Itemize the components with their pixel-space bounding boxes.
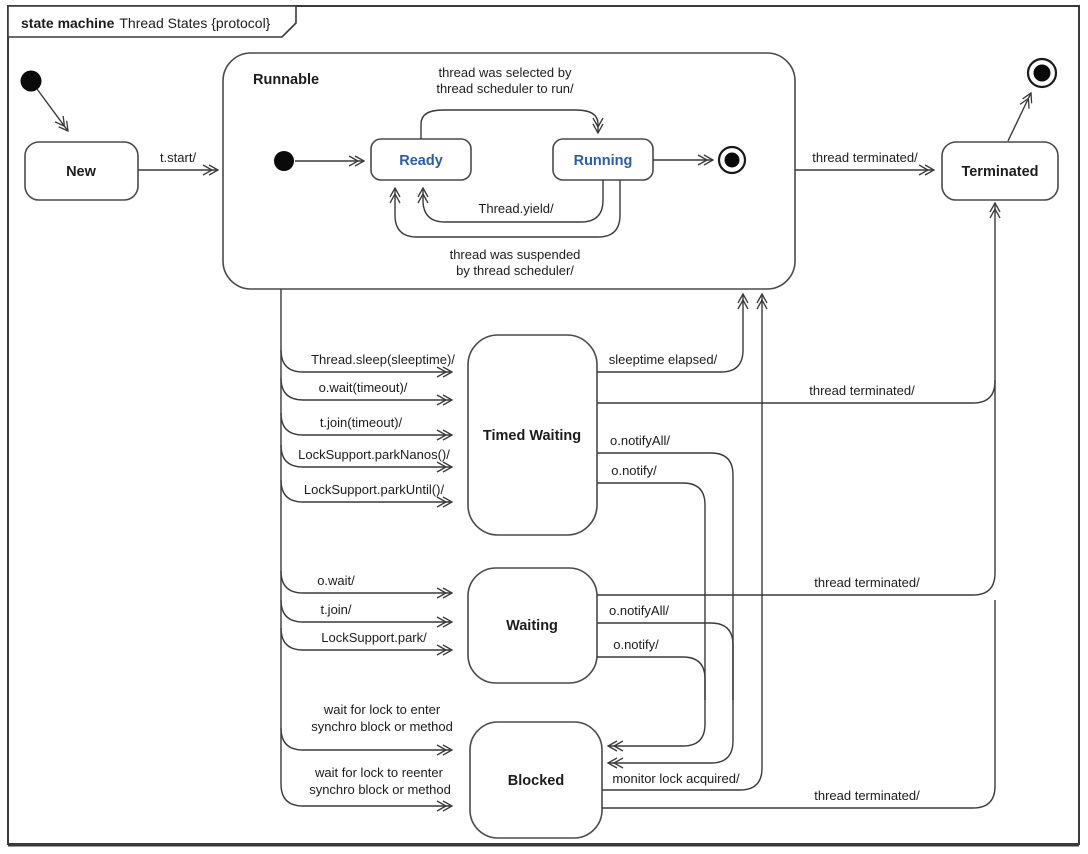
state-terminated-label: Terminated	[961, 164, 1038, 180]
transition-ready-to-running	[420, 109, 604, 139]
state-waiting: Waiting	[467, 567, 598, 684]
transition-waiting-notify-to-blocked	[597, 656, 706, 700]
transition-t-start-label: t.start/	[160, 150, 197, 165]
state-ready-label: Ready	[399, 153, 443, 169]
state-ready: Ready	[370, 138, 472, 181]
transition-notifyall-waiting-label: o.notifyAll/	[609, 603, 669, 618]
transition-yield-label: Thread.yield/	[478, 201, 554, 216]
state-running-label: Running	[574, 153, 633, 169]
transition-park-label: LockSupport.park/	[321, 630, 427, 645]
transition-join-label: t.join/	[320, 602, 351, 617]
state-waiting-rect	[467, 567, 598, 684]
transition-terminated-runnable-label: thread terminated/	[812, 150, 918, 165]
transition-running-yield-ready	[417, 180, 604, 223]
transition-initial-to-new	[36, 88, 69, 133]
transition-suspended-label-2: by thread scheduler/	[456, 263, 574, 278]
transition-parkuntil-to-timed-waiting	[280, 479, 454, 508]
state-runnable: Runnable	[222, 52, 796, 290]
transition-selected-label-2: thread scheduler to run/	[436, 81, 574, 96]
state-runnable-label: Runnable	[253, 72, 319, 88]
transition-parkuntil-label: LockSupport.parkUntil()/	[304, 482, 445, 497]
transition-suspended-label-1: thread was suspended	[450, 247, 581, 262]
transition-sleep-label: Thread.sleep(sleeptime)/	[311, 352, 455, 367]
transition-running-suspended-ready	[389, 180, 621, 238]
transition-wait-to-waiting	[280, 570, 454, 599]
initial-state-dot	[20, 70, 42, 92]
state-waiting-label: Waiting	[506, 618, 558, 634]
state-terminated-rect	[941, 141, 1059, 201]
state-blocked: Blocked	[469, 721, 603, 839]
transition-sleeptime-elapsed-label: sleeptime elapsed/	[609, 352, 718, 367]
runnable-final-state	[717, 145, 747, 175]
state-terminated: Terminated	[941, 141, 1059, 201]
transition-wait-timeout-to-timed-waiting	[280, 377, 454, 406]
top-final-state	[1026, 57, 1058, 89]
transition-terminated-to-final	[1007, 91, 1033, 142]
transition-monitor-lock-acquired	[602, 292, 768, 791]
transition-wait-label: o.wait/	[317, 573, 355, 588]
title-name: Thread States {protocol}	[119, 15, 270, 31]
transition-join-to-waiting	[280, 599, 454, 628]
transition-notifyall-timed-label: o.notifyAll/	[610, 433, 670, 448]
state-new-label: New	[66, 164, 97, 180]
transition-join-timeout-label: t.join(timeout)/	[320, 415, 403, 430]
transition-blocked-terminated	[602, 600, 996, 809]
transition-reenter-label-2: synchro block or method	[309, 782, 451, 797]
transition-parknanos-label: LockSupport.parkNanos()/	[298, 447, 450, 462]
transition-timed-notify-to-blocked	[597, 482, 706, 752]
transition-terminated-waiting-label: thread terminated/	[814, 575, 920, 590]
state-blocked-rect	[469, 721, 603, 839]
title-keyword: state machine	[21, 15, 115, 31]
transition-park-to-waiting	[280, 627, 454, 656]
transition-reenter-label-1: wait for lock to reenter	[314, 765, 444, 780]
transition-timed-notifyall-to-blocked	[597, 452, 734, 769]
state-blocked-label: Blocked	[508, 773, 564, 789]
state-runnable-rect	[222, 52, 796, 290]
state-timed-waiting-label: Timed Waiting	[483, 428, 581, 444]
transition-sleep-to-timed-waiting	[280, 349, 454, 378]
title-tab	[7, 5, 297, 38]
transition-enter-to-blocked	[280, 727, 454, 756]
state-running: Running	[552, 138, 654, 181]
transition-notify-waiting-label: o.notify/	[613, 637, 659, 652]
transition-waiting-notifyall-to-blocked	[597, 622, 734, 700]
transition-join-timeout-to-timed-waiting	[280, 412, 454, 441]
transition-notify-timed-label: o.notify/	[611, 463, 657, 478]
transition-trunk-reenter-blocked	[280, 289, 454, 812]
transition-sleeptime-elapsed	[597, 292, 749, 373]
transition-selected-label-1: thread was selected by	[439, 65, 572, 80]
runnable-initial-dot	[274, 151, 294, 171]
transition-parknanos-to-timed-waiting	[280, 444, 454, 473]
transition-enter-label-1: wait for lock to enter	[323, 702, 441, 717]
transition-wait-timeout-label: o.wait(timeout)/	[319, 380, 408, 395]
transition-monitor-lock-label: monitor lock acquired/	[612, 771, 740, 786]
state-timed-waiting: Timed Waiting	[467, 334, 598, 536]
transition-terminated-timed-label: thread terminated/	[809, 383, 915, 398]
state-timed-waiting-rect	[467, 334, 598, 536]
transition-terminated-blocked-label: thread terminated/	[814, 788, 920, 803]
state-new-rect	[24, 141, 139, 201]
transition-enter-label-2: synchro block or method	[311, 719, 453, 734]
transition-waiting-terminated	[597, 380, 996, 596]
state-new: New	[24, 141, 139, 201]
